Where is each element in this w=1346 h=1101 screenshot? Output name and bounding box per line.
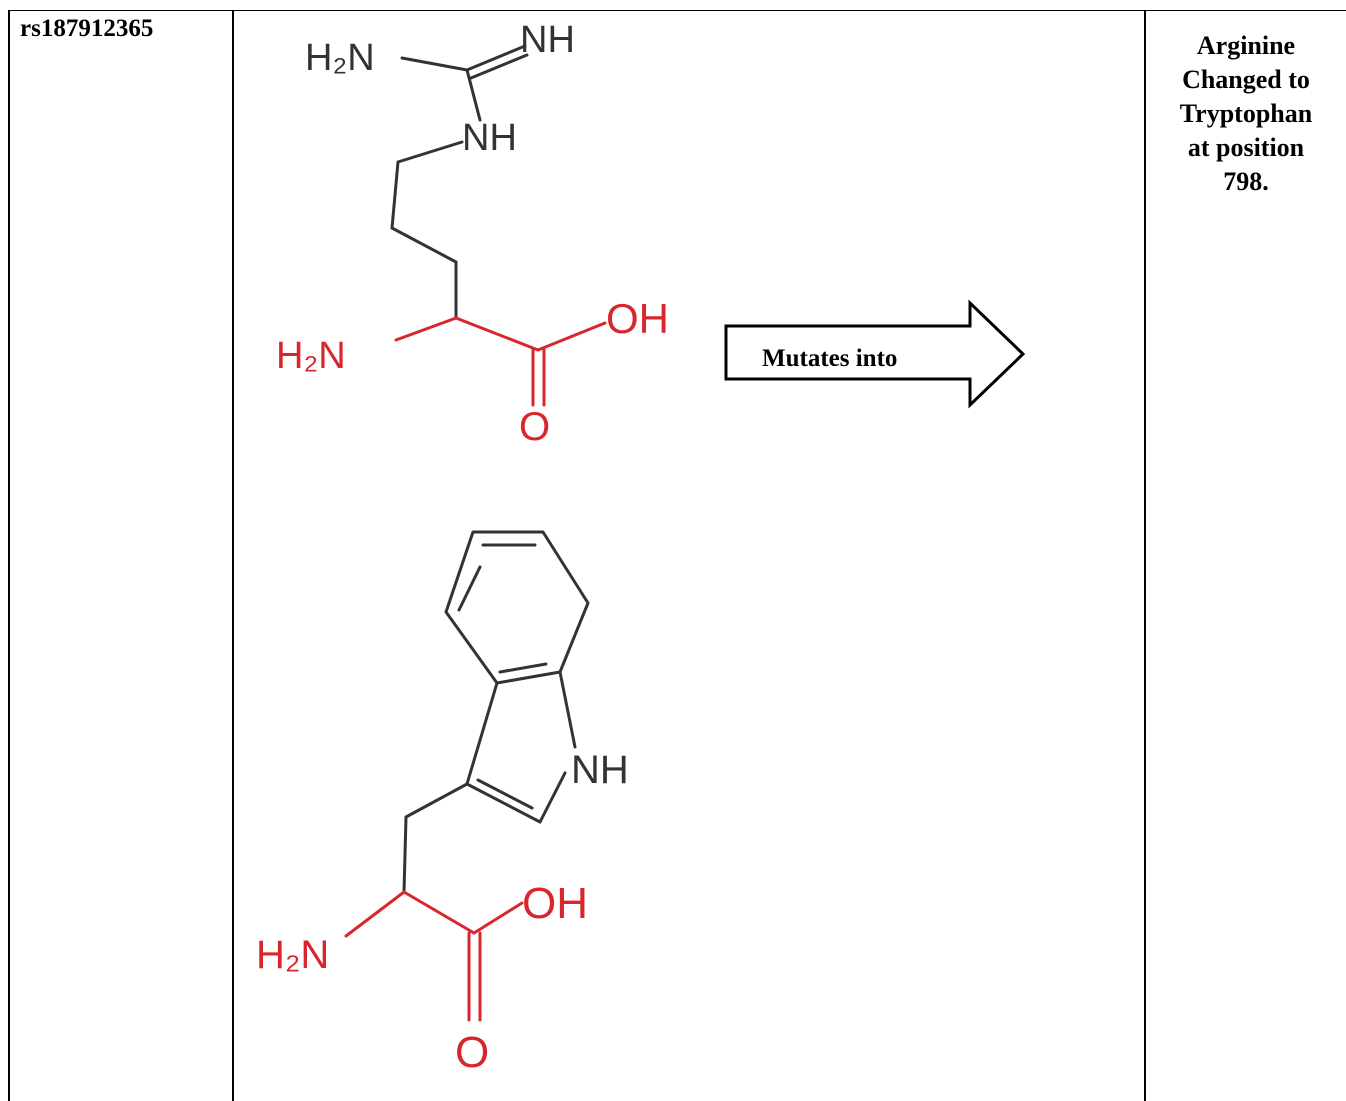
snp-id-cell: rs187912365 [20, 15, 154, 42]
table-divider-1 [232, 11, 234, 1101]
tryptophan-alpha-nh2-label: H₂N [256, 933, 329, 977]
tryptophan-hydroxyl-label: OH [522, 879, 588, 928]
description-line-1: Arginine [1196, 31, 1296, 60]
description-line-5: 798. [1223, 167, 1269, 196]
mutation-arrow: Mutates into [724, 299, 1026, 409]
arginine-imine-nh-label: NH [520, 19, 575, 61]
table-left-border [8, 11, 10, 1101]
description-line-3: Tryptophan [1179, 99, 1313, 128]
mutates-into-label: Mutates into [762, 345, 897, 372]
arginine-alpha-nh2-label: H₂N [276, 335, 346, 377]
arginine-carbonyl-o-label: O [519, 405, 550, 449]
tryptophan-carbonyl-o-label: O [455, 1028, 489, 1077]
description-line-4: at position [1187, 133, 1305, 162]
tryptophan-structure: NH H₂N OH O [256, 530, 629, 1077]
arginine-amine-nh-label: NH [462, 117, 517, 159]
arginine-hydroxyl-label: OH [606, 295, 669, 342]
table-divider-2 [1144, 11, 1146, 1101]
arginine-guanidino-nh2-label: H₂N [305, 37, 375, 79]
mutation-table: rs187912365 Arginine Changed to Tryptoph… [8, 10, 1346, 1101]
mutation-description-cell: Arginine Changed to Tryptophan at positi… [1146, 29, 1346, 199]
tryptophan-indole-nh-label: NH [571, 748, 629, 792]
arginine-structure: H₂N NH NH H₂N OH O [276, 19, 669, 449]
description-line-2: Changed to [1182, 65, 1310, 94]
